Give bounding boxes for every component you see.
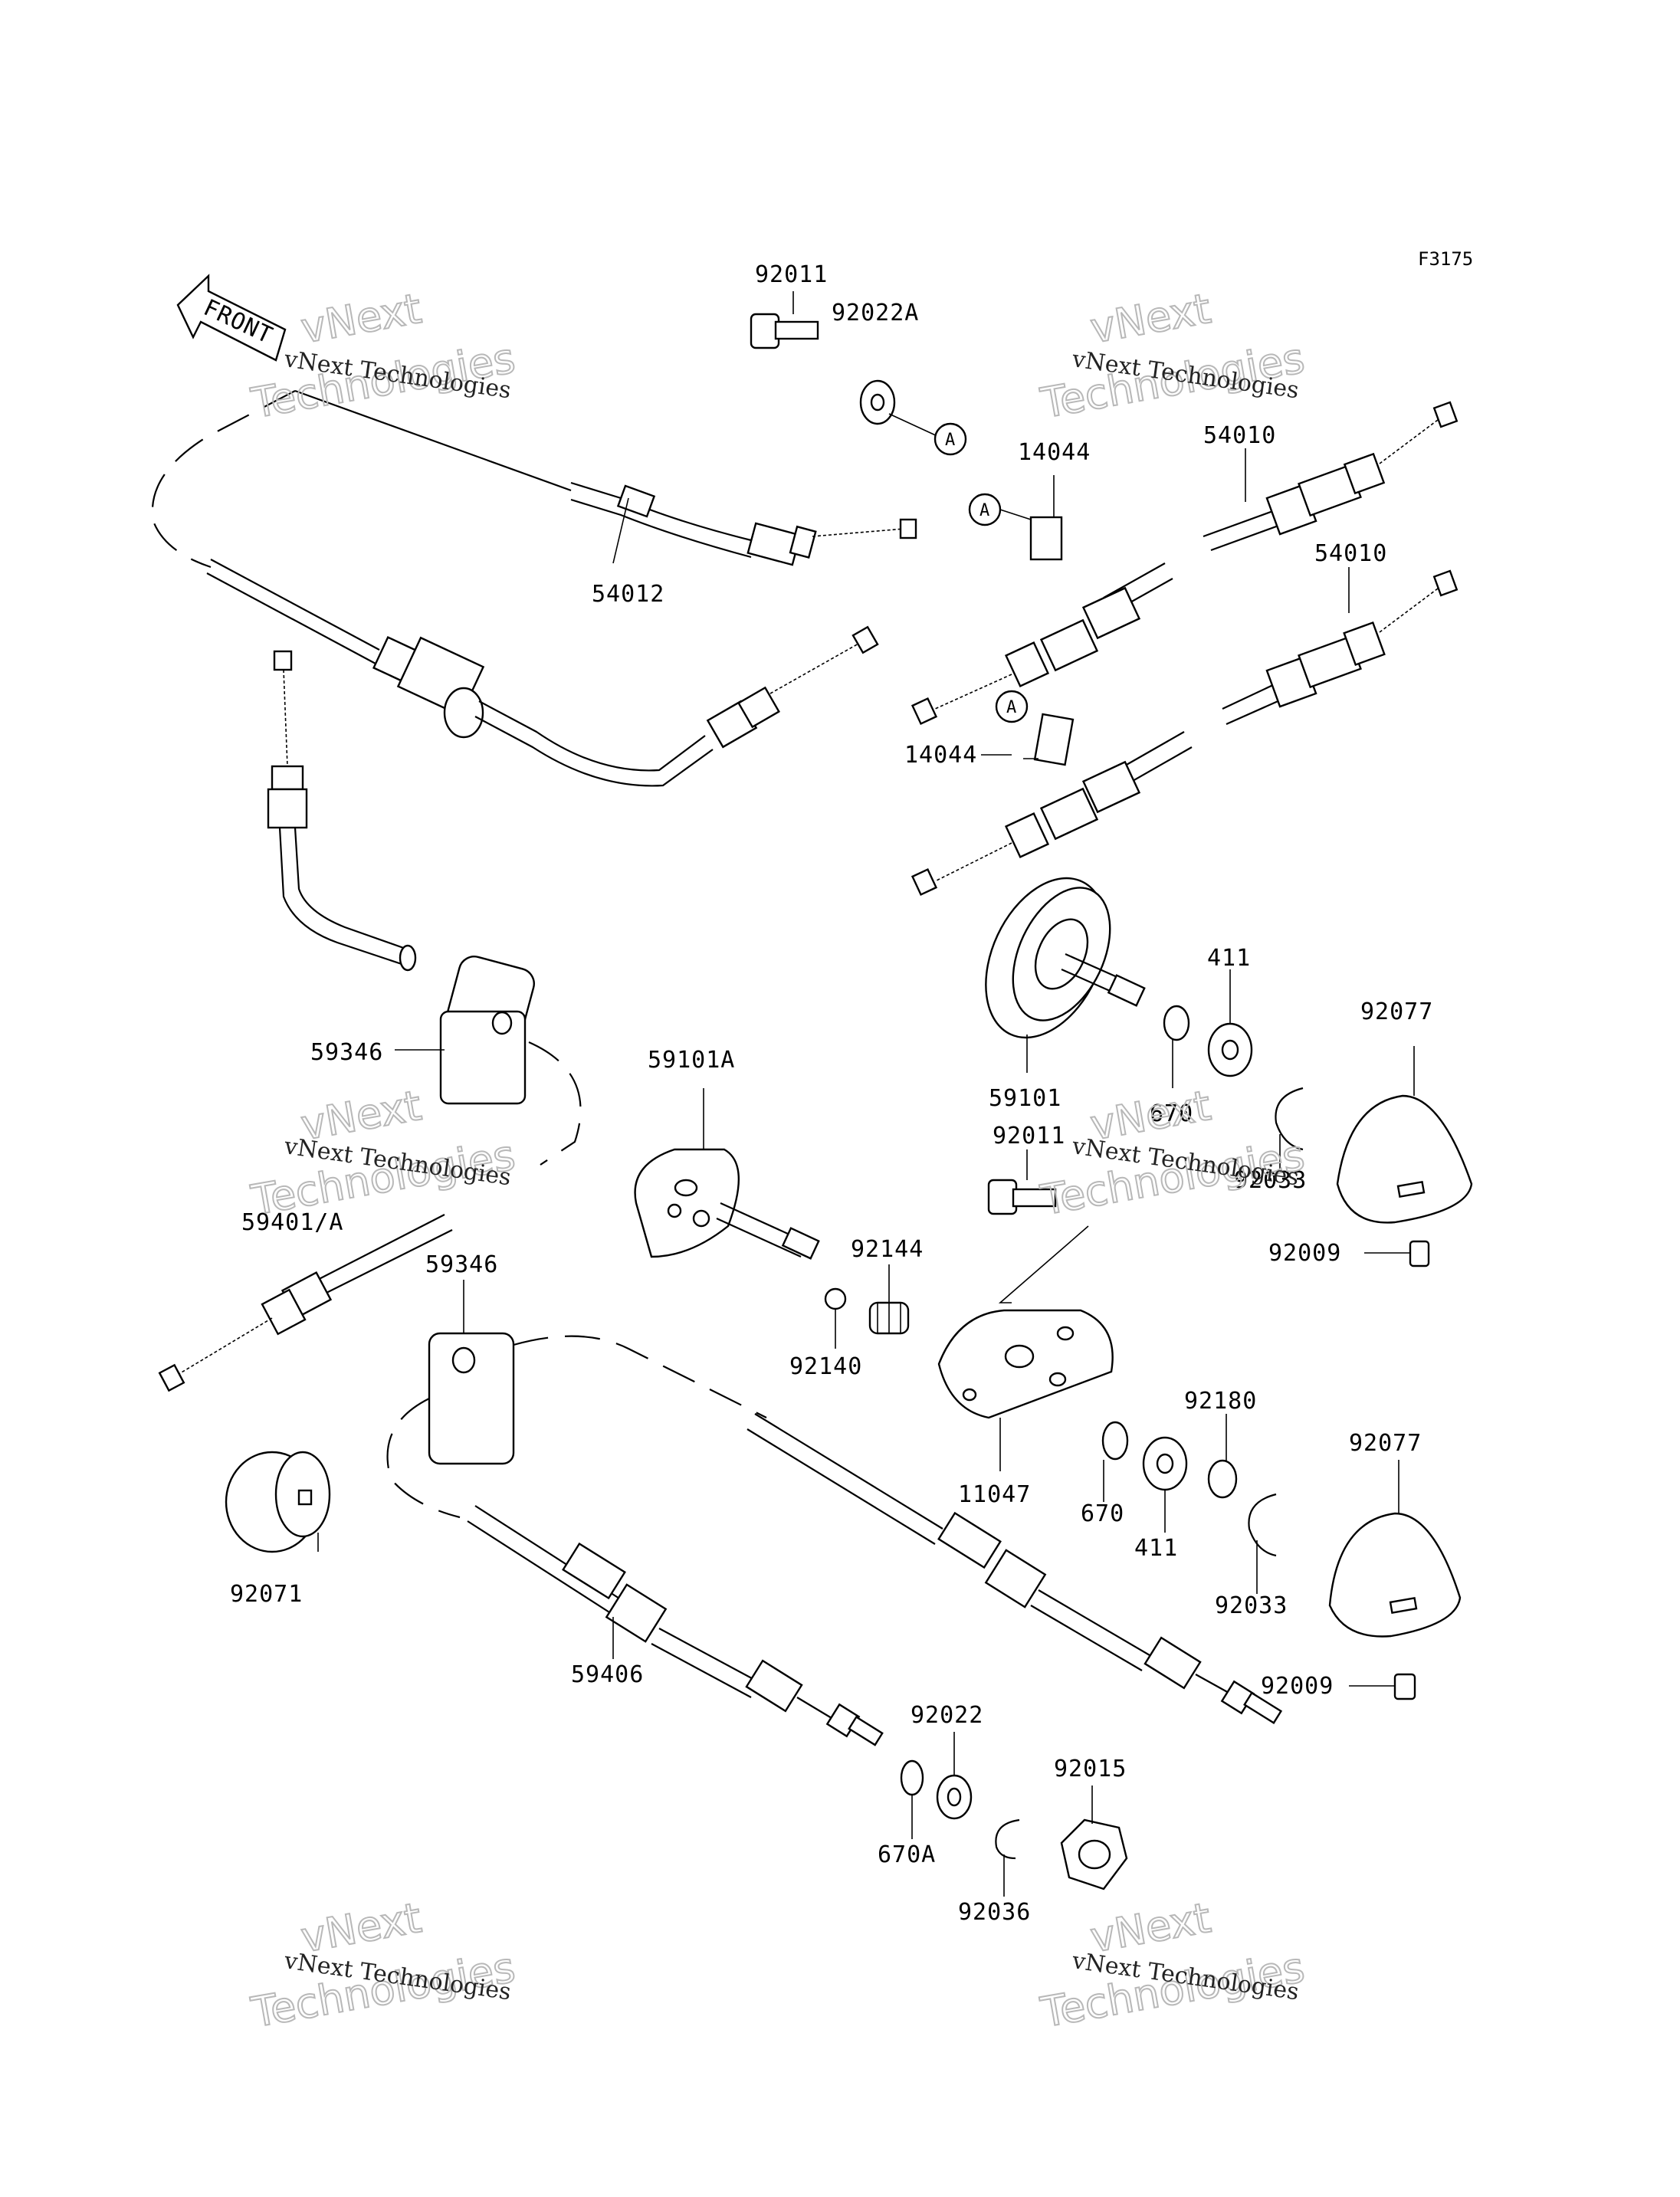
figure-code: F3175 — [1418, 248, 1473, 270]
clip-92033-top — [1275, 1087, 1304, 1169]
housing-11047 — [937, 1309, 1114, 1471]
cable-59406 — [467, 1505, 884, 1746]
spring-92144 — [868, 1264, 910, 1335]
marker-a-2: A — [968, 493, 1002, 526]
label-670A: 670A — [878, 1841, 936, 1868]
label-59346-mid: 59346 — [425, 1251, 498, 1278]
bracket-14044-top — [999, 475, 1063, 561]
label-11047: 11047 — [958, 1481, 1031, 1508]
oring-670-top — [1163, 1005, 1190, 1088]
label-670-mid: 670 — [1081, 1500, 1124, 1527]
leaders — [317, 291, 1350, 1659]
washer-411-top — [1207, 969, 1253, 1077]
label-92077-bot: 92077 — [1349, 1430, 1422, 1457]
nut-92015 — [1060, 1785, 1128, 1890]
cable-54010-c — [1222, 569, 1459, 726]
label-92144: 92144 — [851, 1236, 924, 1263]
label-92009-top: 92009 — [1268, 1240, 1341, 1267]
washer-92022 — [936, 1732, 973, 1820]
label-59101: 59101 — [989, 1085, 1061, 1112]
label-92011-top: 92011 — [755, 261, 828, 288]
oring-670A — [900, 1759, 924, 1839]
washer-92180 — [1207, 1414, 1238, 1499]
front-arrow-icon: FRONT — [176, 274, 287, 362]
cable-54010-a — [1203, 401, 1459, 552]
label-92022A: 92022A — [832, 300, 919, 326]
oring-670-mid — [1101, 1421, 1129, 1502]
label-92140: 92140 — [789, 1353, 862, 1380]
cover-92077-bot — [1328, 1460, 1462, 1638]
clip-92033-bot — [1248, 1493, 1277, 1594]
label-92033-bot: 92033 — [1215, 1592, 1288, 1619]
label-54010-mid: 54010 — [1314, 540, 1387, 567]
label-670-top: 670 — [1150, 1100, 1193, 1127]
label-411-top: 411 — [1207, 945, 1251, 972]
svg-text:A: A — [945, 431, 955, 450]
bracket-14044-mid — [1023, 713, 1075, 766]
cable-54010-b — [911, 562, 1173, 726]
knob-92071 — [225, 1451, 331, 1553]
label-54010-top: 54010 — [1203, 422, 1276, 449]
label-92033-top: 92033 — [1234, 1167, 1307, 1194]
clip-92036 — [995, 1818, 1020, 1897]
label-14044-top: 14044 — [1018, 439, 1091, 466]
label-92036: 92036 — [958, 1899, 1031, 1926]
label-92011-mid: 92011 — [993, 1123, 1065, 1149]
label-92015: 92015 — [1054, 1756, 1127, 1782]
svg-text:vNext: vNext — [297, 284, 425, 353]
part-labels: 92011 92022A 14044 54010 54012 54010 140… — [230, 261, 1433, 1926]
label-54012: 54012 — [592, 581, 664, 608]
plate-59101A — [634, 1088, 820, 1260]
cable-54010-d — [911, 731, 1193, 897]
cable-59346-upper — [267, 650, 582, 1166]
washer-92022A — [859, 379, 940, 438]
ball-92140 — [824, 1287, 847, 1349]
label-59406: 59406 — [571, 1661, 644, 1688]
label-92022: 92022 — [911, 1702, 983, 1729]
label-59401A: 59401/A — [241, 1209, 343, 1236]
label-59346-top: 59346 — [310, 1039, 383, 1066]
washer-411-mid — [1142, 1436, 1188, 1533]
label-92077-top: 92077 — [1360, 998, 1433, 1025]
label-92071: 92071 — [230, 1581, 303, 1608]
bolt-92011-top — [750, 313, 819, 349]
pulley-59101 — [985, 877, 1146, 1073]
cable-lower-right — [746, 1413, 1283, 1724]
label-92180: 92180 — [1184, 1388, 1257, 1415]
cable-54012 — [151, 389, 917, 569]
label-59101A: 59101A — [648, 1047, 735, 1074]
svg-text:vNext: vNext — [1087, 284, 1214, 353]
knob-59346-lower — [386, 1332, 767, 1519]
cable-main — [206, 559, 879, 787]
label-411-mid: 411 — [1134, 1535, 1178, 1562]
screw-92009-top — [1364, 1240, 1430, 1267]
label-14044-mid: 14044 — [904, 742, 977, 769]
marker-a-3: A — [995, 690, 1029, 723]
watermark-6: vNext Technologies — [1036, 1893, 1309, 2038]
svg-text:A: A — [1006, 698, 1016, 717]
cable-59401A — [158, 1214, 453, 1392]
screw-92009-bot — [1349, 1673, 1416, 1700]
bolt-92011-mid — [987, 1179, 1089, 1303]
label-92009-bot: 92009 — [1261, 1673, 1334, 1700]
cover-92077-top — [1336, 1046, 1473, 1224]
watermark-2: vNext Technologies — [1036, 284, 1309, 428]
marker-a-1: A — [934, 422, 967, 456]
svg-text:A: A — [979, 501, 989, 520]
watermark-5: vNext Technologies — [247, 1893, 520, 2038]
